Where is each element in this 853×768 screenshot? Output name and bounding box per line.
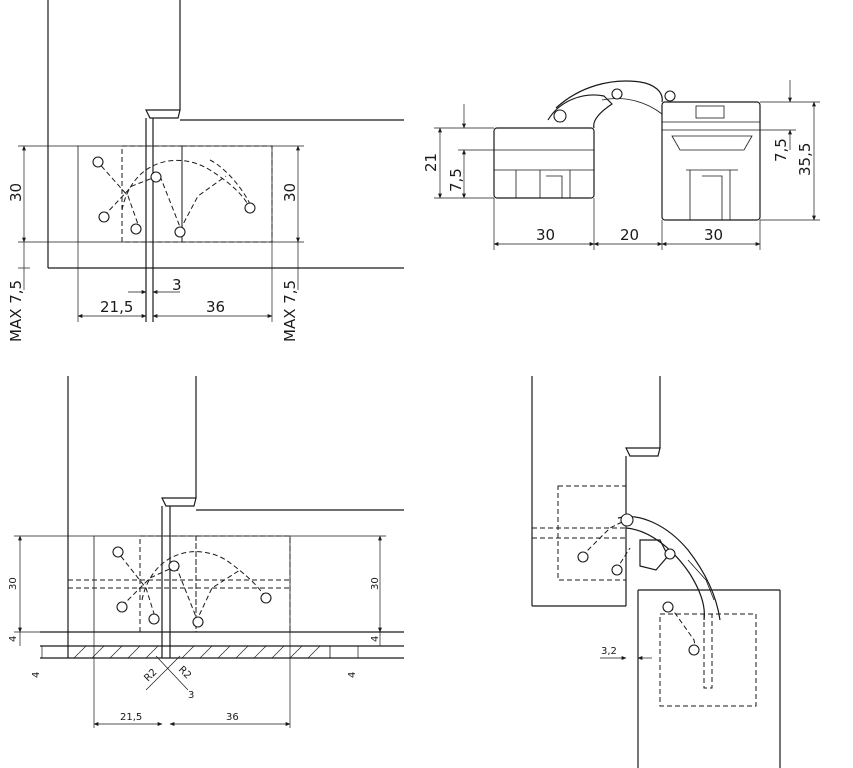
view-bottom-left-installation: 30 30 4 4 4 4 R2 R2 3 21,5 36 xyxy=(8,376,404,728)
dim-left-width: 21,5 xyxy=(100,298,133,316)
dim-base-mid: 20 xyxy=(620,226,639,244)
dim-height-right: 30 xyxy=(281,183,299,202)
dim-four-b: 4 xyxy=(31,672,42,678)
dim-offset: 3,2 xyxy=(601,646,617,657)
dim-four-d: 4 xyxy=(347,672,358,678)
dim-height-right-7-5: 7,5 xyxy=(772,138,790,162)
dim-right-width: 36 xyxy=(206,298,225,316)
dim-radius-left: R2 xyxy=(142,667,159,684)
dim-base-left: 30 xyxy=(536,226,555,244)
view-top-left-installation: 30 30 3 21,5 36 MAX 7,5 MAX 7,5 xyxy=(7,0,404,342)
dim-height-left: 30 xyxy=(8,577,19,590)
dim-height-21: 21 xyxy=(422,153,440,172)
dim-radius-right: R2 xyxy=(176,664,193,681)
dim-max-left: MAX 7,5 xyxy=(7,280,25,342)
dim-four-a: 4 xyxy=(8,636,19,642)
dim-base-right: 30 xyxy=(704,226,723,244)
dim-gap: 3 xyxy=(172,276,182,294)
dim-height-left: 30 xyxy=(7,183,25,202)
hatch-pattern xyxy=(73,645,321,659)
dim-height-left-7-5: 7,5 xyxy=(447,168,465,192)
dim-max-right: MAX 7,5 xyxy=(281,280,299,342)
view-top-right-hinge-side: 30 20 30 21 7,5 7,5 35,5 xyxy=(422,80,820,250)
dim-four-c: 4 xyxy=(370,636,381,642)
dim-height-right: 30 xyxy=(370,577,381,590)
dim-right-width: 36 xyxy=(226,712,239,723)
dim-left-width: 21,5 xyxy=(120,712,142,723)
dim-height-35-5: 35,5 xyxy=(796,143,814,176)
dim-gap: 3 xyxy=(188,690,194,701)
view-bottom-right-open-position: 3,2 xyxy=(531,376,781,768)
